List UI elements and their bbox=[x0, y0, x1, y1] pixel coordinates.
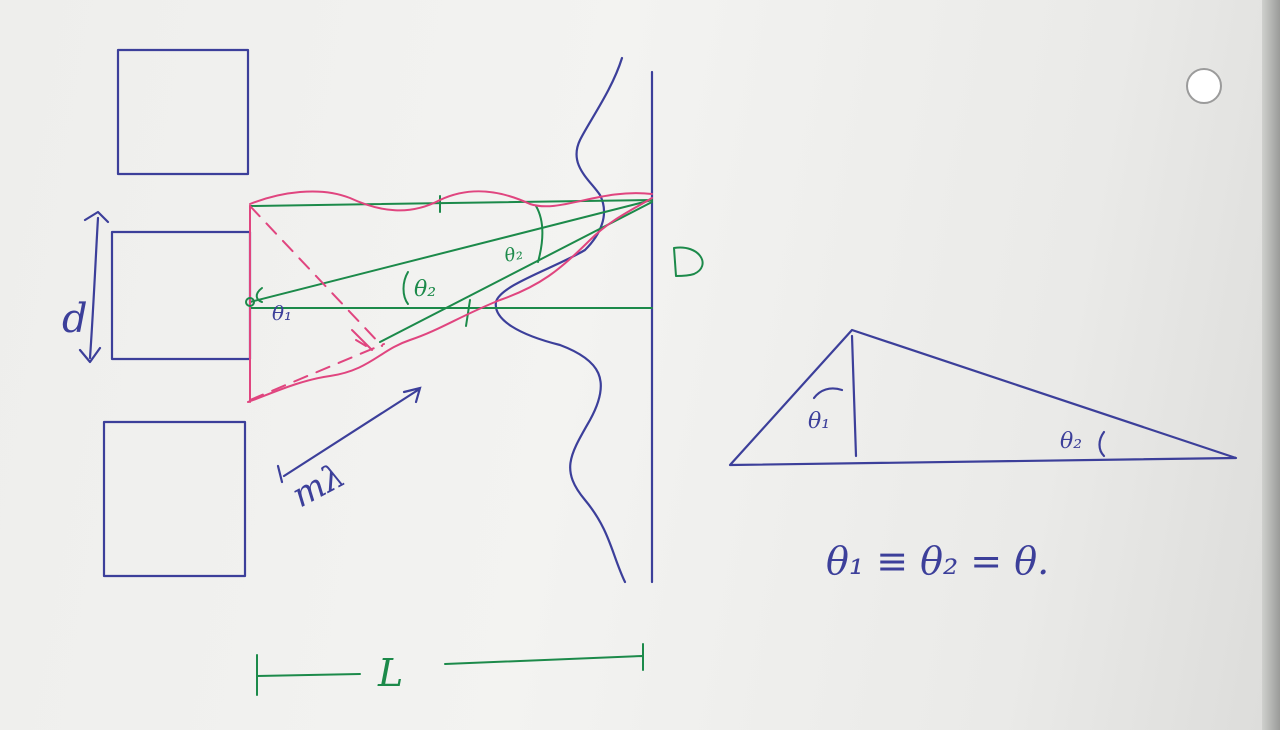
label-theta1: θ₁ bbox=[272, 301, 292, 325]
triangle-angle1-arc bbox=[812, 387, 844, 400]
barrier-block-top bbox=[116, 48, 250, 176]
interference-pattern-curve bbox=[494, 56, 627, 584]
geometry-triangle bbox=[728, 328, 1238, 467]
wave-upper bbox=[249, 190, 653, 212]
punch-hole bbox=[1186, 68, 1222, 104]
label-m-lambda: mλ bbox=[285, 455, 351, 516]
d-dimension-arrow bbox=[78, 210, 110, 364]
wave-lower bbox=[247, 197, 653, 403]
barrier-block-bottom bbox=[102, 420, 247, 578]
label-theta-screen: θ₂ bbox=[503, 243, 525, 267]
label-theta2: θ₂ bbox=[414, 277, 436, 302]
center-slit-point bbox=[245, 297, 255, 307]
path-difference-dashed bbox=[249, 205, 383, 347]
tick-center bbox=[465, 299, 471, 327]
angle2-arc bbox=[402, 271, 409, 305]
triangle-label-theta1: θ₁ bbox=[808, 409, 830, 434]
label-L: L bbox=[377, 651, 403, 695]
lower-slit-dashed bbox=[249, 343, 385, 401]
triangle-label-theta2: θ₂ bbox=[1060, 429, 1082, 454]
angle-arc-screen bbox=[535, 205, 544, 263]
barrier-block-middle bbox=[110, 230, 252, 361]
ray-center-to-screen bbox=[249, 199, 653, 303]
label-d: d bbox=[62, 296, 88, 342]
m-lambda-arrow bbox=[276, 386, 422, 484]
paper-edge bbox=[1262, 0, 1280, 730]
angle1-arc bbox=[255, 287, 263, 303]
path-difference-marker bbox=[351, 329, 373, 351]
triangle-altitude bbox=[850, 334, 858, 458]
L-dimension-line bbox=[256, 643, 644, 696]
D-letter-shape bbox=[673, 246, 704, 277]
ray-top-horizontal bbox=[249, 199, 653, 207]
triangle-angle2-arc bbox=[1098, 430, 1106, 458]
equation-text: θ₁ ≡ θ₂ = θ. bbox=[826, 539, 1049, 583]
